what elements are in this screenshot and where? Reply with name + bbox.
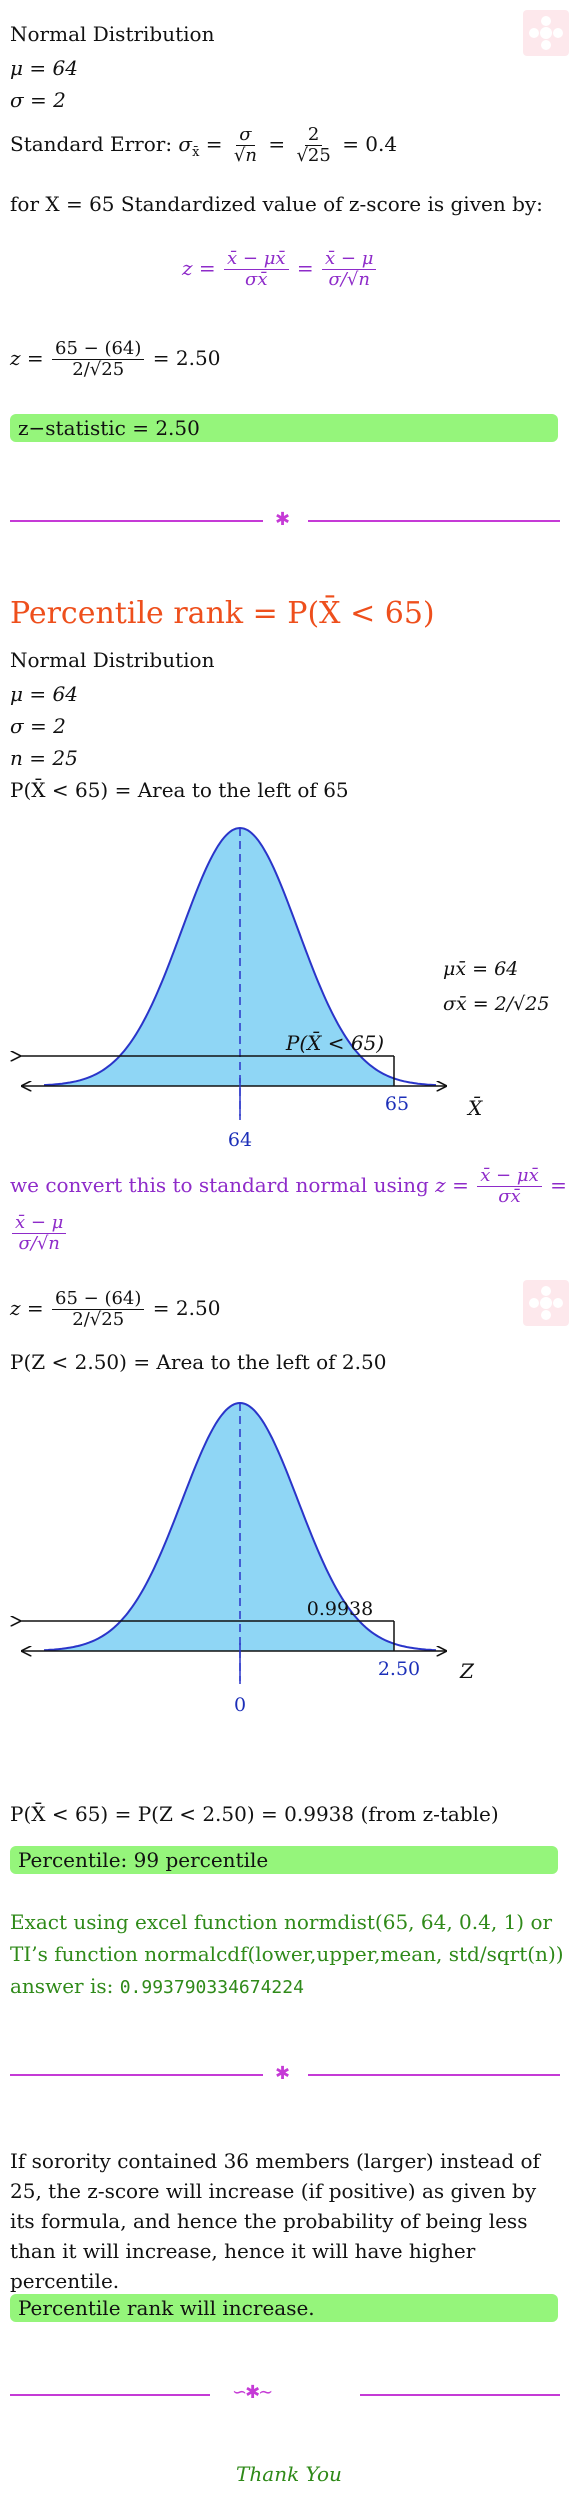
- se-subscript: x̄: [192, 145, 200, 160]
- z-calc-num: 65 − (64): [52, 339, 145, 360]
- convert-frac2-num: x̄ − μ: [12, 1213, 67, 1234]
- se-result: = 0.4: [342, 132, 398, 156]
- divider-ornament-icon: ✱: [275, 2063, 291, 2084]
- n-value: n = 25: [10, 746, 78, 770]
- excel-line-3: answer is: 0.993790334674224: [10, 1972, 304, 2002]
- mu-value-2: μ = 64: [10, 682, 78, 706]
- se-frac2-den: √25: [296, 145, 331, 166]
- se-equals: =: [205, 132, 223, 156]
- normal-curve-xbar: 64 65 X̄ P(X̄ < 65) μx̄ = 64 σx̄ = 2/√25: [0, 826, 549, 1151]
- convert-frac2-den: σ/√n: [18, 1233, 60, 1254]
- se-frac2-num: 2: [304, 125, 323, 146]
- excel-line-2: TI’s function normalcdf(lower,upper,mean…: [10, 1942, 564, 1966]
- conclusion-box: Percentile rank will increase.: [10, 2294, 558, 2322]
- footer-flourish-icon: ∽✱∼: [232, 2382, 273, 2403]
- conclusion-paragraph: If sorority contained 36 members (larger…: [10, 2149, 540, 2293]
- standard-normal-curve: 0 2.50 Z 0.9938: [0, 1401, 475, 1715]
- footer-divider-right: [360, 2394, 560, 2396]
- z-calc-result: = 2.50: [152, 346, 221, 370]
- z-intro-text: for X = 65 Standardized value of z-score…: [10, 192, 543, 216]
- z-calculation: z = 65 − (64)2/√25 = 2.50: [10, 334, 220, 382]
- z-formula-frac2-den: σ/√n: [328, 269, 370, 290]
- axis-label: X̄: [466, 1095, 483, 1120]
- region-label: P(X̄ < 65): [285, 1030, 384, 1055]
- percentile-rank-title: Percentile rank = P(X̄ < 65): [10, 596, 435, 631]
- pz-statement: P(Z < 2.50) = Area to the left of 2.50: [10, 1350, 387, 1374]
- heading-normal-distribution: Normal Distribution: [10, 22, 215, 46]
- sigma-xbar-label: σx̄ = 2/√25: [443, 993, 549, 1015]
- final-prob-statement: P(X̄ < 65) = P(Z < 2.50) = 0.9938 (from …: [10, 1802, 499, 1826]
- z-calc-den: 2/√25: [72, 359, 125, 380]
- mu-xbar-label: μx̄ = 64: [443, 958, 518, 980]
- sigma-value-2: σ = 2: [10, 714, 66, 738]
- se-frac1-den: √n: [233, 145, 257, 166]
- excel-answer-label: answer is:: [10, 1974, 114, 1998]
- z-calc-den-2: 2/√25: [72, 1309, 125, 1330]
- divider-right-2: [308, 2074, 560, 2076]
- region-label: 0.9938: [307, 1598, 373, 1620]
- mean-tick-label: 64: [228, 1129, 252, 1151]
- excel-line-1: Exact using excel function normdist(65, …: [10, 1910, 553, 1934]
- x-tick-label: 65: [385, 1093, 409, 1115]
- z-statistic-box: z−statistic = 2.50: [10, 414, 558, 442]
- z-formula-frac1-den: σx̄: [245, 269, 268, 290]
- standard-error-formula: Standard Error: σx̄ = σ√n = 2√25 = 0.4: [10, 122, 397, 175]
- watermark-logo-icon: [523, 10, 569, 56]
- z-calc-num-2: 65 − (64): [52, 1289, 145, 1310]
- z-formula-frac1-num: x̄ − μx̄: [224, 249, 289, 270]
- footer-divider-left: [10, 2394, 210, 2396]
- z-calc-lhs: z =: [10, 346, 44, 370]
- divider-left-2: [10, 2074, 263, 2076]
- excel-answer-value: 0.993790334674224: [119, 1977, 304, 1998]
- convert-frac1-den: σx̄: [498, 1186, 521, 1207]
- divider-left: [10, 520, 263, 522]
- convert-text: we convert this to standard normal using…: [10, 1163, 567, 1207]
- mu-value: μ = 64: [10, 56, 78, 80]
- heading-normal-distribution-2: Normal Distribution: [10, 648, 215, 672]
- z-calc-result-2: = 2.50: [152, 1296, 221, 1320]
- axis-label: Z: [459, 1659, 475, 1683]
- z-calc-lhs-2: z =: [10, 1296, 44, 1320]
- shaded-area: [44, 1403, 394, 1651]
- se-symbol: σ: [178, 132, 193, 156]
- shaded-area: [44, 828, 394, 1086]
- sigma-value: σ = 2: [10, 88, 66, 112]
- convert-sentence: we convert this to standard normal using: [10, 1173, 429, 1197]
- percentile-box: Percentile: 99 percentile: [10, 1846, 558, 1874]
- z-formula-frac2-num: x̄ − μ: [322, 249, 377, 270]
- watermark-logo-icon: [523, 1280, 569, 1326]
- se-frac1-num: σ: [236, 125, 255, 146]
- z-calculation-2: z = 65 − (64)2/√25 = 2.50: [10, 1284, 220, 1332]
- z-tick-label: 2.50: [378, 1658, 420, 1680]
- divider-right: [308, 520, 560, 522]
- convert-frac1-num: x̄ − μx̄: [477, 1166, 542, 1187]
- thank-you-text: Thank You: [236, 2462, 342, 2486]
- z-formula-lhs: z =: [182, 256, 216, 280]
- convert-equals: =: [550, 1173, 567, 1197]
- mean-tick-label: 0: [234, 1694, 246, 1715]
- se-label: Standard Error:: [10, 132, 173, 156]
- se-equals-2: =: [268, 132, 286, 156]
- convert-z: z =: [435, 1173, 469, 1197]
- prob-statement: P(X̄ < 65) = Area to the left of 65: [10, 778, 349, 802]
- divider-ornament-icon: ✱: [275, 509, 291, 530]
